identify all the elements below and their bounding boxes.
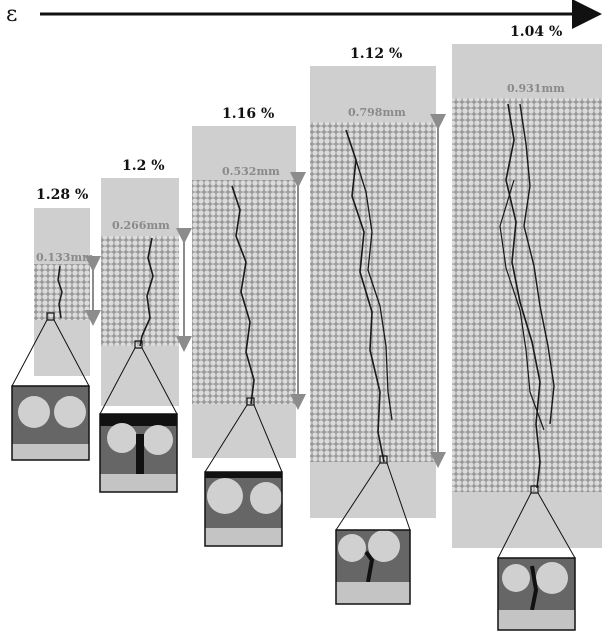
specimen-5-zoom-inset bbox=[497, 557, 576, 631]
specimen-3-top-grip bbox=[192, 126, 296, 180]
specimen-3-zoom-inset bbox=[204, 471, 283, 547]
specimen-2-bottom-grip bbox=[101, 346, 179, 406]
specimen-1-zoom-inset bbox=[11, 385, 90, 461]
specimen-4 bbox=[310, 66, 446, 605]
specimen-1 bbox=[11, 208, 101, 461]
specimen-2-zoom-lines bbox=[99, 347, 178, 415]
specimen-2 bbox=[99, 178, 192, 493]
specimen-1-length-label: 0.133mm bbox=[36, 251, 94, 264]
specimen-4-strain-label: 1.12 % bbox=[350, 46, 403, 62]
specimen-1-top-grip bbox=[34, 208, 90, 264]
specimen-2-length-label: 0.266mm bbox=[112, 219, 170, 232]
specimen-5-crack-c bbox=[499, 179, 545, 431]
specimen-4-length-label: 0.798mm bbox=[348, 106, 406, 119]
specimen-2-top-grip bbox=[101, 178, 179, 236]
specimen-1-strain-label: 1.28 % bbox=[36, 187, 89, 203]
specimen-3-length-label: 0.532mm bbox=[222, 165, 280, 178]
specimen-5-length-label: 0.931mm bbox=[507, 82, 565, 95]
specimen-3-crack bbox=[231, 185, 255, 405]
specimen-4-crack-a bbox=[345, 129, 385, 463]
specimen-2-strain-label: 1.2 % bbox=[122, 158, 165, 174]
specimen-1-zoom-lines bbox=[11, 319, 90, 387]
specimen-5-crack-a bbox=[505, 103, 541, 489]
specimen-5-crack-b bbox=[519, 103, 555, 425]
specimen-4-crack-b bbox=[355, 159, 393, 421]
specimen-4-granular-zone bbox=[310, 122, 436, 462]
specimen-4-bottom-grip bbox=[310, 462, 436, 518]
specimen-2-granular-zone bbox=[101, 236, 179, 346]
specimen-3-strain-label: 1.16 % bbox=[222, 106, 275, 122]
specimen-2-crack bbox=[139, 237, 154, 347]
specimen-5-top-grip bbox=[452, 44, 602, 98]
specimen-4-zoom-inset bbox=[335, 529, 411, 605]
strain-symbol: ε bbox=[6, 2, 18, 27]
specimen-3-granular-zone bbox=[192, 180, 296, 404]
specimen-4-top-grip bbox=[310, 66, 436, 122]
specimen-3-bottom-grip bbox=[192, 404, 296, 458]
specimen-5 bbox=[452, 44, 602, 631]
specimen-3-zoom-lines bbox=[204, 404, 283, 473]
specimen-4-zoom-lines bbox=[335, 462, 411, 531]
specimen-2-zoom-inset bbox=[99, 413, 178, 493]
specimen-1-crack bbox=[57, 265, 63, 319]
specimen-3 bbox=[192, 126, 306, 547]
specimen-5-strain-label: 1.04 % bbox=[510, 24, 563, 40]
specimen-5-zoom-lines bbox=[497, 492, 576, 559]
specimen-5-granular-zone bbox=[452, 98, 602, 492]
specimen-1-bottom-grip bbox=[34, 320, 90, 376]
